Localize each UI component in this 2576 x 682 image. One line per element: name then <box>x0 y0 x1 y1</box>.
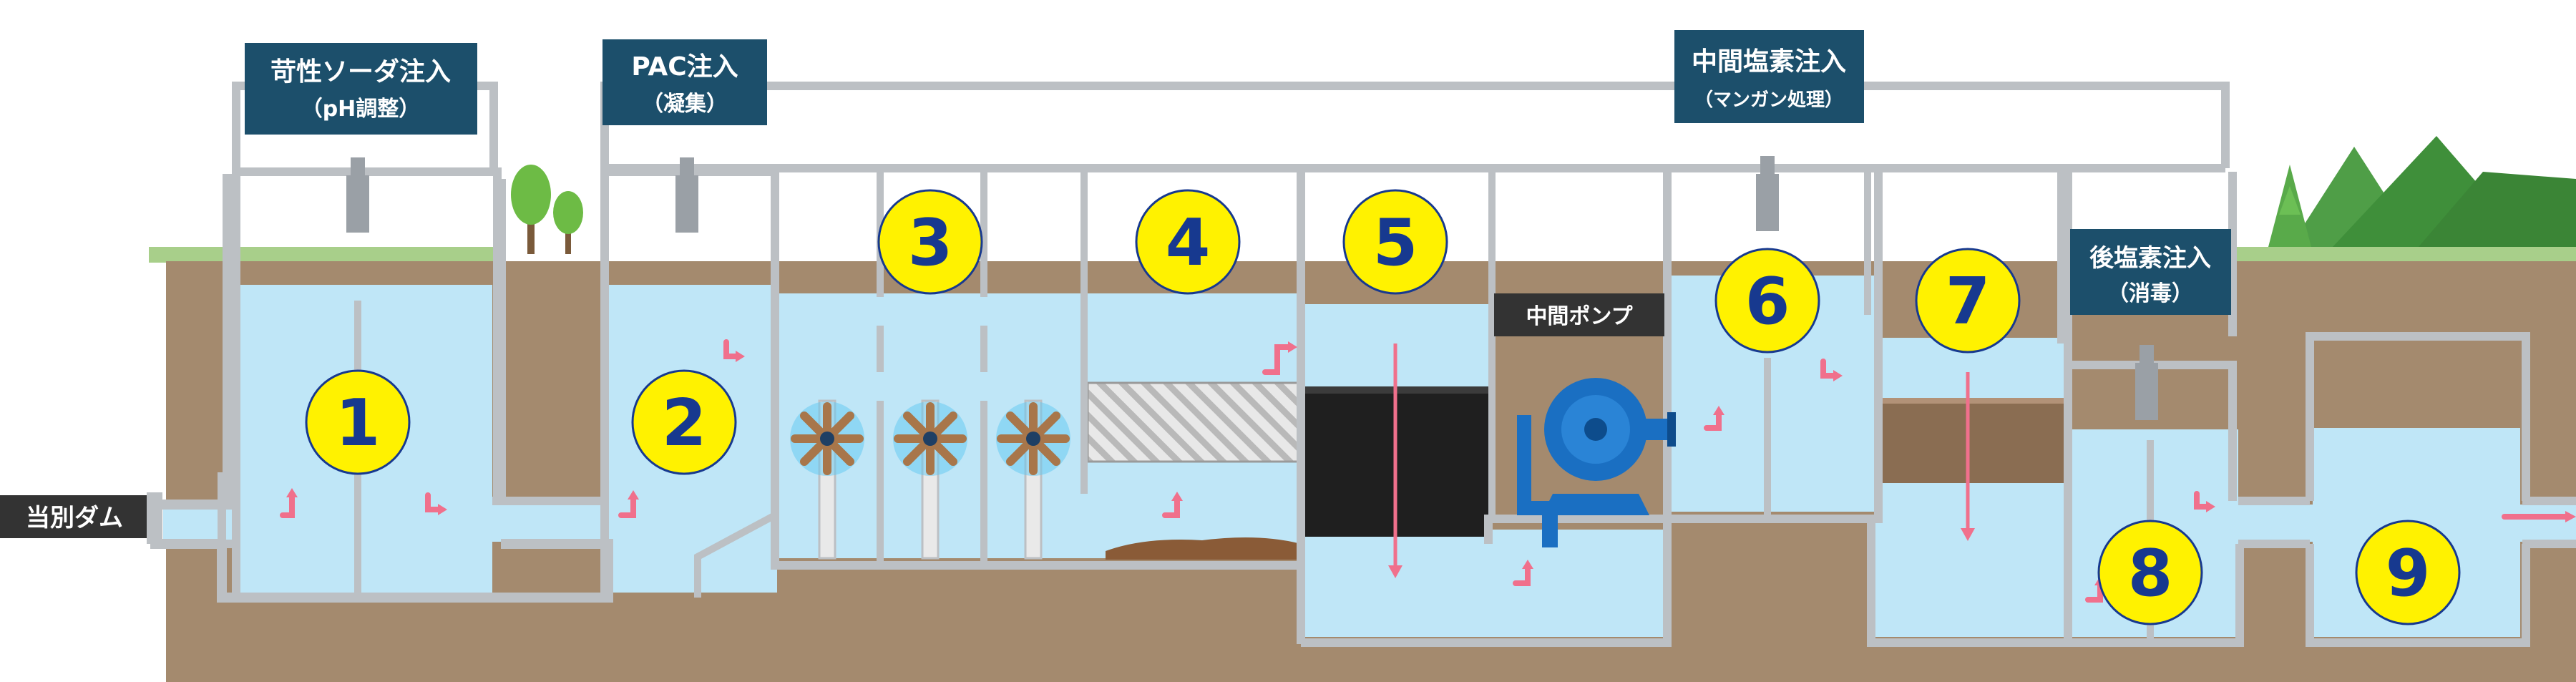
stage-marker-1 <box>305 369 411 475</box>
grass-left <box>165 247 494 263</box>
stage-marker-5 <box>1342 189 1448 295</box>
grass-right <box>2233 247 2576 263</box>
post-chlorine-sublabel: （消毒） <box>2107 281 2193 306</box>
stage-number-3: 3 <box>908 205 953 281</box>
filter-media-7 <box>1876 401 2066 483</box>
stage-number-8: 8 <box>2128 536 2173 611</box>
stage-marker-6 <box>1714 248 1820 354</box>
plate-settler <box>1086 381 1300 463</box>
post-chlorine-label: 後塩素注入 <box>2089 244 2211 273</box>
mid-chlorine-sublabel: （マンガン処理） <box>1694 89 1843 111</box>
stage-markers: 1 2 3 4 5 6 7 8 9 <box>305 189 2461 625</box>
grass-edge <box>149 247 167 263</box>
mixer-3 <box>996 399 1070 560</box>
arrowheads <box>286 341 2576 585</box>
caustic-label-box <box>245 43 477 135</box>
stage-marker-8 <box>2097 520 2203 625</box>
mixer-1 <box>790 399 864 560</box>
stage-marker-9 <box>2355 520 2461 625</box>
mixer-2 <box>893 399 967 560</box>
structure <box>150 82 2576 647</box>
pac-sublabel: （凝集） <box>642 92 728 117</box>
pump-icon <box>1517 378 1676 547</box>
sludge-4 <box>1106 537 1301 560</box>
inlet-pipe-water <box>163 505 242 542</box>
flow-arrows <box>280 339 2572 603</box>
injectors <box>346 156 2158 420</box>
mountains-right <box>2268 136 2576 247</box>
pump-label: 中間ポンプ <box>1526 304 1633 329</box>
stage-marker-2 <box>631 369 737 475</box>
stage-number-6: 6 <box>1745 264 1790 339</box>
stage-number-5: 5 <box>1373 205 1418 281</box>
caustic-label: 苛性ソーダ注入 <box>270 57 451 87</box>
pac-label-box <box>602 39 767 125</box>
stage-number-2: 2 <box>662 386 707 461</box>
post-chlorine-label-box <box>2070 229 2231 315</box>
basin-7-water <box>1875 338 2068 637</box>
flow-lines <box>1388 344 1975 578</box>
mid-chlorine-label: 中間塩素注入 <box>1692 47 1846 77</box>
stage-number-4: 4 <box>1166 205 1211 281</box>
trees-left <box>511 165 583 254</box>
mid-chlorine-label-box <box>1674 30 1864 123</box>
stage-number-9: 9 <box>2386 536 2431 611</box>
dam-inlet: 当別ダム <box>0 492 162 544</box>
stage-marker-3 <box>877 189 983 295</box>
stage-number-7: 7 <box>1946 264 1991 339</box>
dam-label: 当別ダム <box>26 504 123 532</box>
chemical-labels: 苛性ソーダ注入 （pH調整） PAC注入 （凝集） 中間塩素注入 （マンガン処理… <box>245 30 2231 336</box>
pump-label-box <box>1494 293 1664 336</box>
dam-label-box <box>0 495 149 538</box>
stage-marker-7 <box>1915 248 2021 354</box>
stage-number-1: 1 <box>336 386 381 461</box>
mixers <box>790 399 1070 560</box>
caustic-sublabel: （pH調整） <box>301 97 421 122</box>
stage-marker-4 <box>1135 189 1241 295</box>
pac-label: PAC注入 <box>631 52 738 82</box>
